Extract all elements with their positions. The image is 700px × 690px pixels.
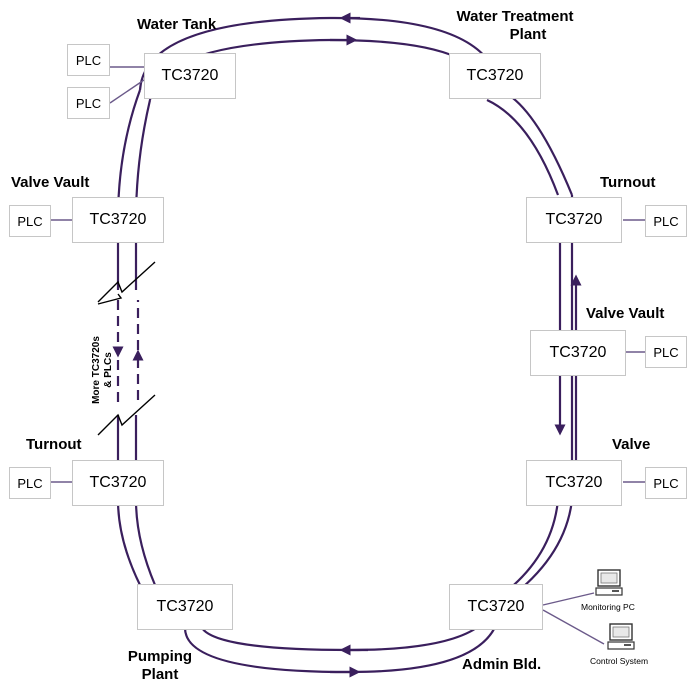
plc-valve-vault-left: PLC: [9, 205, 51, 237]
ring-inner: [486, 99, 560, 196]
label-turnout-left: Turnout: [26, 436, 82, 453]
label-water-treatment-line1: Water Treatment: [456, 8, 574, 25]
label-pumping-line1: Pumping: [127, 648, 193, 665]
label-water-tank: Water Tank: [137, 16, 217, 33]
plc-link: [109, 79, 145, 104]
ring-inner: [198, 499, 560, 652]
break-symbol: [97, 261, 156, 303]
label-pumping-plant: Pumping Plant: [110, 648, 210, 684]
tc3720-turnout-left: TC3720: [72, 460, 164, 506]
tc3720-pumping: TC3720: [137, 584, 233, 630]
label-water-treatment: Water Treatment Plant: [440, 8, 590, 44]
plc-turnout-left: PLC: [9, 467, 51, 499]
tc3720-valve-vault-left: TC3720: [72, 197, 164, 243]
break-symbol: [97, 394, 156, 436]
tc3720-valve-right: TC3720: [526, 460, 622, 506]
label-pumping-line2: Plant: [141, 666, 179, 683]
label-valve-vault-right: Valve Vault: [586, 305, 665, 322]
plc-valve-right: PLC: [645, 467, 687, 499]
monitoring-pc-label: Monitoring PC: [581, 602, 635, 612]
tc3720-water-tank: TC3720: [144, 53, 236, 99]
tc3720-valve-vault-right: TC3720: [530, 330, 626, 376]
control-system-label: Control System: [590, 656, 649, 666]
tc3720-water-treatment: TC3720: [449, 53, 541, 99]
pc-link: [542, 592, 595, 606]
more-nodes-note-line2: & PLCs: [103, 352, 114, 388]
plc-water-tank-2: PLC: [67, 87, 110, 119]
tc3720-admin: TC3720: [449, 584, 543, 630]
label-valve-vault-left: Valve Vault: [11, 174, 90, 191]
plc-water-tank-1: PLC: [67, 44, 110, 76]
tc3720-turnout-right: TC3720: [526, 197, 622, 243]
plc-valve-vault-right: PLC: [645, 336, 687, 368]
ring-outer: [499, 88, 574, 196]
break-symbol: [97, 293, 123, 305]
label-turnout-right: Turnout: [600, 174, 656, 191]
computer-icon: [607, 623, 635, 650]
label-admin: Admin Bld.: [462, 656, 542, 673]
computer-icon: [595, 569, 623, 596]
label-water-treatment-line2: Plant: [509, 26, 547, 43]
ring-outer: [183, 499, 574, 674]
pc-link: [542, 609, 605, 645]
label-valve: Valve: [612, 436, 651, 453]
plc-turnout-right: PLC: [645, 205, 687, 237]
more-nodes-note-line1: More TC3720s: [91, 336, 102, 404]
